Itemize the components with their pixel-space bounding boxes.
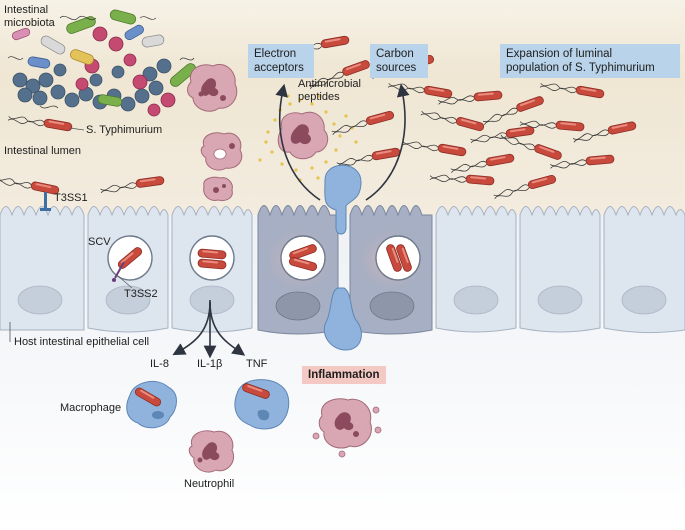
label-t3ss2: T3SS2	[124, 288, 158, 300]
box-expansion: Expansion of luminal population of S. Ty…	[500, 44, 680, 78]
label-antimicrobial-peptides: Antimicrobial peptides	[298, 78, 361, 103]
label-neutrophil: Neutrophil	[184, 478, 235, 490]
s-typhimurium-leader-line	[69, 127, 85, 131]
label-t3ss1: T3SS1	[54, 192, 88, 204]
label-macrophage: Macrophage	[60, 402, 122, 414]
label-tnf: TNF	[246, 358, 268, 370]
label-scv: SCV	[88, 236, 111, 248]
lamina-neutrophils	[188, 398, 382, 473]
microbiota-cluster	[7, 9, 197, 117]
label-intestinal-microbiota: Intestinal microbiota	[4, 4, 55, 29]
label-il1b: IL-1β	[197, 358, 223, 370]
label-il8: IL-8	[150, 358, 169, 370]
neutrophil-with-peptides	[258, 94, 358, 182]
macrophages	[126, 379, 290, 430]
label-s-typhimurium: S. Typhimurium	[86, 124, 163, 136]
box-electron-acceptors: Electron acceptors	[248, 44, 314, 78]
label-host-intestinal-epithelial-cell: Host intestinal epithelial cell	[14, 336, 150, 348]
box-carbon-sources: Carbon sources	[370, 44, 428, 78]
transmigrating-neutrophil	[323, 164, 362, 351]
label-intestinal-lumen: Intestinal lumen	[4, 145, 82, 157]
t3ss-needles	[40, 192, 133, 289]
salmonella-containing-vacuoles	[107, 235, 421, 281]
box-inflammation: Inflammation	[302, 366, 386, 384]
flow-arrows	[172, 83, 410, 359]
luminal-neutrophils	[187, 64, 243, 201]
